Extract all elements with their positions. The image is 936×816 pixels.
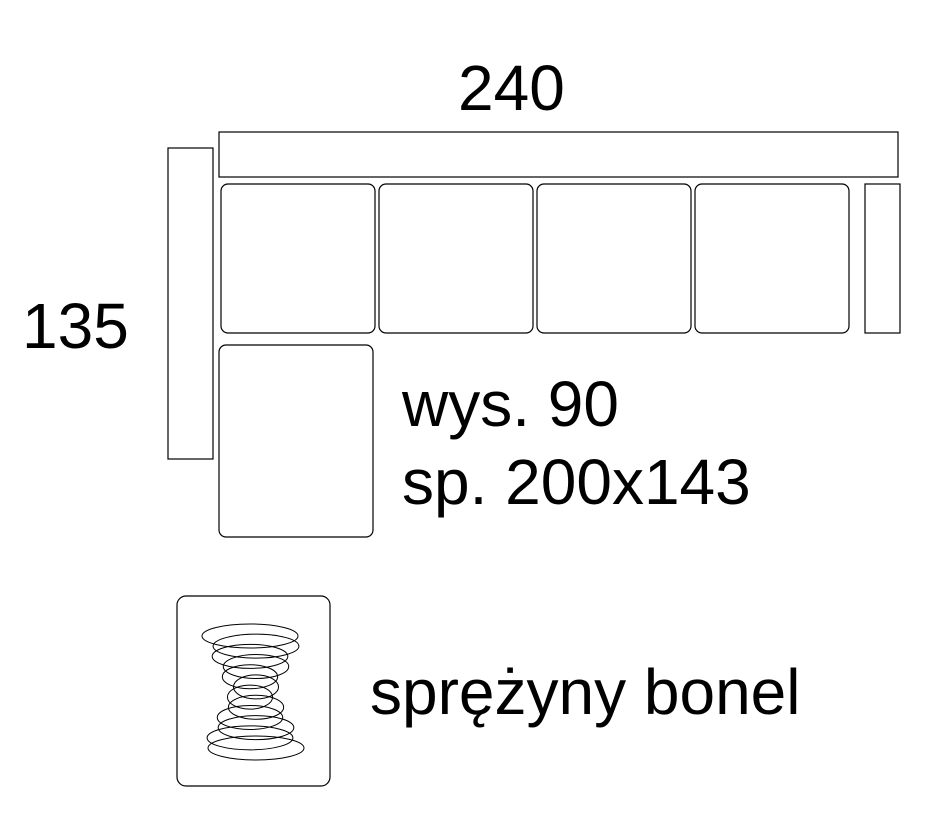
width-dimension: 240 <box>458 52 565 124</box>
depth-dimension: 135 <box>22 290 129 362</box>
seat-cushion-3 <box>536 183 692 334</box>
spring-coil <box>226 684 274 710</box>
spring-coil <box>201 623 299 649</box>
left-armrest <box>167 147 214 460</box>
spring-coil <box>217 715 295 741</box>
spring-coil <box>221 664 279 690</box>
spring-coil <box>207 735 305 761</box>
seat-cushion-4 <box>694 183 850 334</box>
chaise-cushion <box>218 344 374 538</box>
spring-coil <box>216 704 284 730</box>
spring-coil <box>232 674 280 700</box>
spring-icon-frame <box>176 595 331 787</box>
spring-coil <box>206 725 294 751</box>
spring-coil <box>212 633 300 659</box>
spring-coil <box>222 654 290 680</box>
bed-size-spec: sp. 200x143 <box>402 446 751 518</box>
backrest <box>218 131 899 178</box>
spring-type-label: sprężyny bonel <box>370 656 801 728</box>
spring-coil <box>211 643 289 669</box>
right-armrest <box>864 183 901 334</box>
seat-cushion-1 <box>220 183 376 334</box>
height-spec: wys. 90 <box>402 368 619 440</box>
bonnell-spring-icon <box>201 623 305 761</box>
spring-coil <box>227 694 285 720</box>
seat-cushion-2 <box>378 183 534 334</box>
